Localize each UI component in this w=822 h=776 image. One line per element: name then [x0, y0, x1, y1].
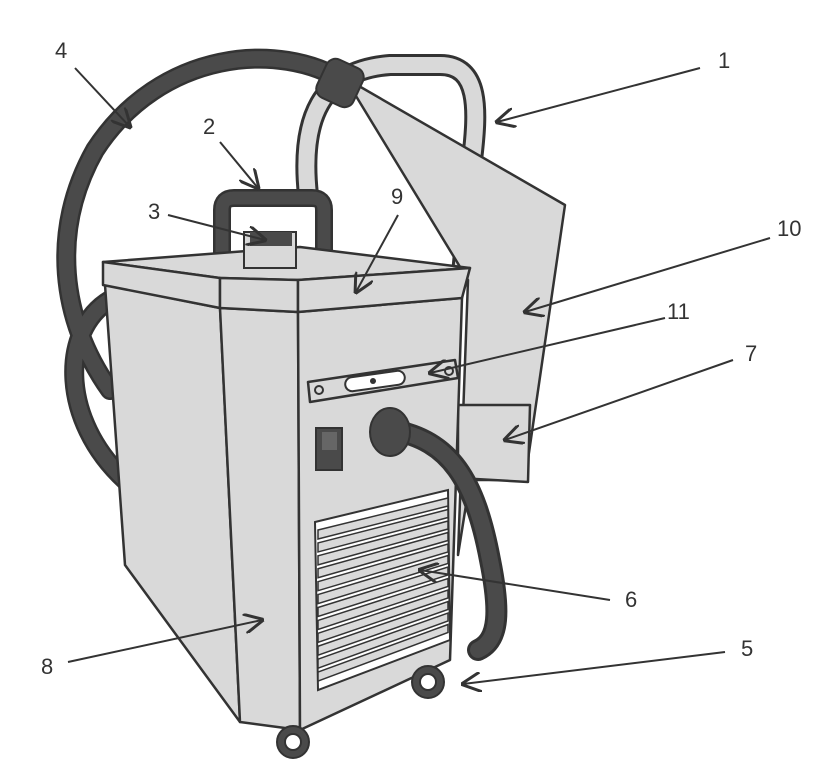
lid-rim-front: [218, 276, 300, 314]
wheels: [276, 665, 445, 759]
label-9: 9: [391, 184, 404, 209]
label-11: 11: [667, 299, 690, 324]
grille-slat: [317, 611, 449, 670]
lid-rim-right: [296, 266, 472, 314]
label-4: 4: [55, 38, 68, 63]
tube-handle: [295, 54, 487, 286]
vent-grille: [313, 488, 452, 692]
label-5: 5: [741, 636, 754, 661]
label-1: 1: [718, 48, 731, 73]
grille-slat: [317, 520, 449, 566]
label-10: 10: [777, 216, 802, 241]
side-panel: [103, 283, 242, 724]
grille-slat: [317, 623, 449, 683]
hose: [56, 48, 365, 490]
grille-slat: [317, 577, 449, 631]
label-2: 2: [203, 114, 216, 139]
grille-slat: [317, 497, 449, 540]
grille-slat: [317, 588, 449, 644]
grille-slat: [317, 508, 449, 553]
label-3: 3: [148, 199, 161, 224]
label-7: 7: [745, 341, 758, 366]
grille-slat: [317, 600, 449, 657]
grille-slat: [317, 531, 449, 579]
grille-slat: [317, 554, 449, 605]
grille-slat: [317, 543, 449, 592]
hose-connector: [369, 407, 411, 457]
label-8: 8: [41, 654, 54, 679]
label-6: 6: [625, 587, 638, 612]
